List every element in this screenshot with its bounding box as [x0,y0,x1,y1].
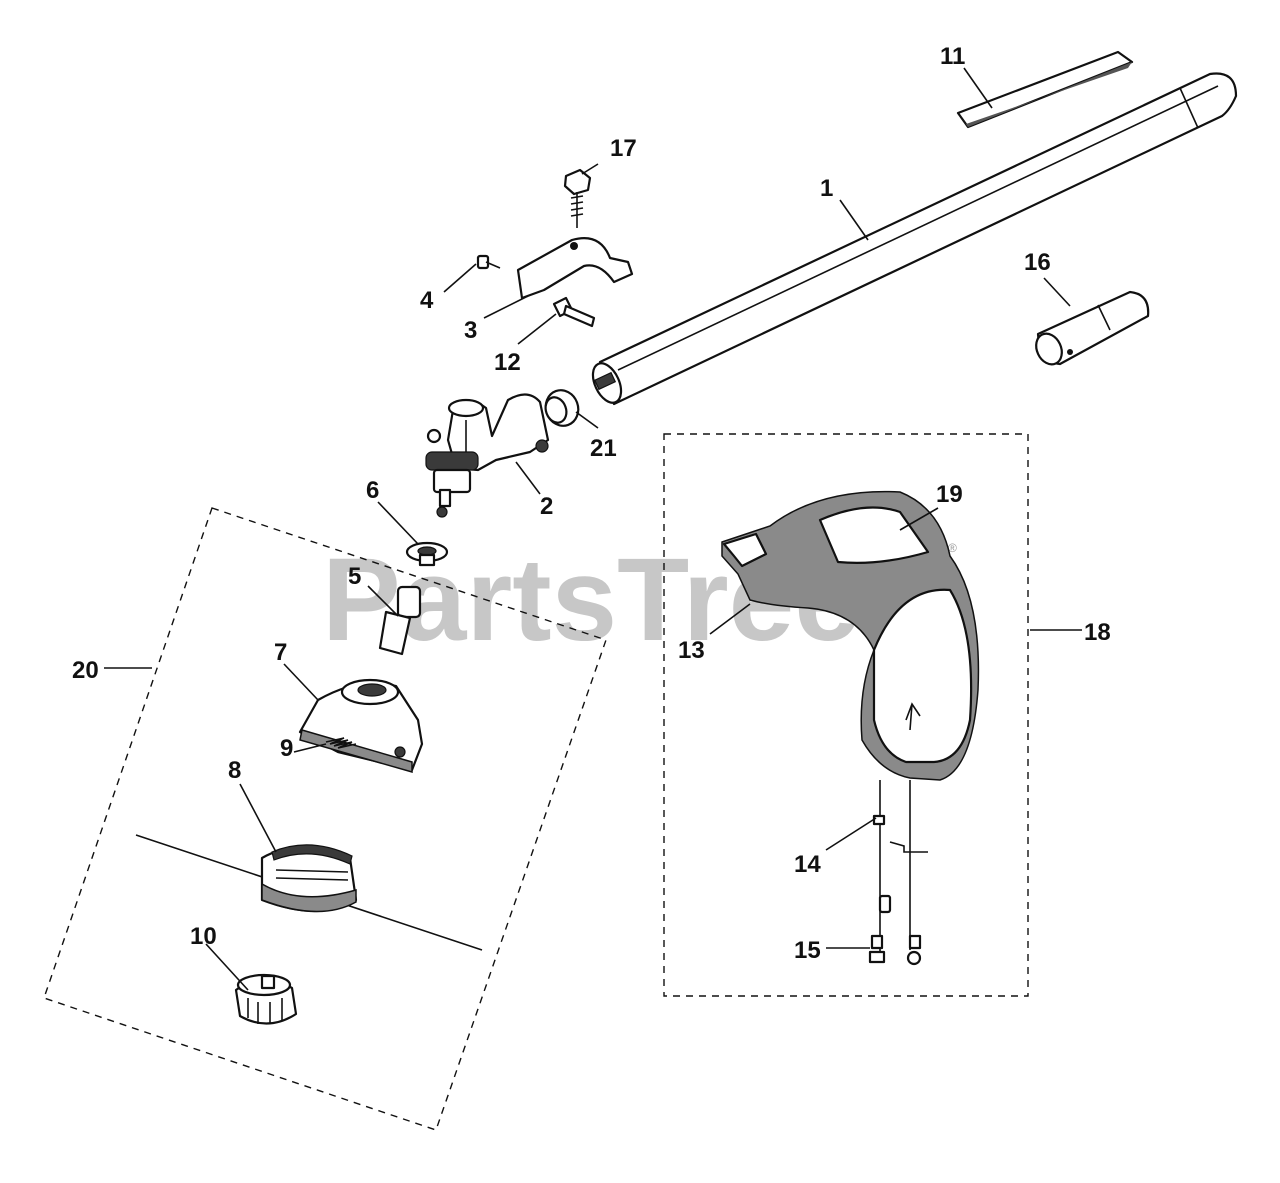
callout-14: 14 [794,851,821,878]
part-1-shaft-tube[interactable] [587,72,1238,407]
callout-19: 19 [936,481,963,508]
callout-21: 21 [590,435,617,462]
callout-18: 18 [1084,619,1111,646]
callout-5: 5 [348,563,361,590]
callout-13: 13 [678,637,705,664]
callout-17: 17 [610,135,637,162]
callout-20: 20 [72,657,99,684]
part-9-spring[interactable] [325,737,357,749]
callout-4: 4 [420,287,434,314]
callout-2: 2 [540,493,553,520]
callout-12: 12 [494,349,521,376]
part-10-bump-knob[interactable] [234,973,298,1025]
part-14-part-15-screws[interactable] [868,814,922,966]
part-5-arbor[interactable] [378,585,422,656]
kit-20-outline [43,507,607,1131]
callout-8: 8 [228,757,241,784]
callout-labels: 11 1 17 4 3 12 16 21 2 6 5 7 9 8 10 20 1… [72,43,1111,964]
kit-18-outline [663,433,1029,997]
part-17-bolt[interactable] [563,168,592,228]
watermark-registered-mark: ® [948,541,957,555]
callout-16: 16 [1024,249,1051,276]
part-13-handle[interactable] [721,490,980,952]
part-16-coupler[interactable] [1031,290,1150,369]
part-21-bushing[interactable] [541,386,583,431]
part-4-screw[interactable] [476,254,501,270]
callout-1: 1 [820,175,833,202]
part-6-washer[interactable] [405,541,449,567]
part-2-gear-head[interactable] [425,393,550,518]
callout-9: 9 [280,735,293,762]
callout-3: 3 [464,317,477,344]
part-3-bracket[interactable] [516,237,634,300]
callout-15: 15 [794,937,821,964]
part-11-decal[interactable] [956,50,1134,129]
callout-11: 11 [940,43,965,70]
callout-10: 10 [190,923,217,950]
part-12-screw[interactable] [552,296,596,328]
callout-6: 6 [366,477,379,504]
part-7-spool-housing[interactable] [298,678,424,773]
part-8-spool[interactable] [135,834,483,951]
leader-lines [104,67,1082,991]
callout-7: 7 [274,639,287,666]
